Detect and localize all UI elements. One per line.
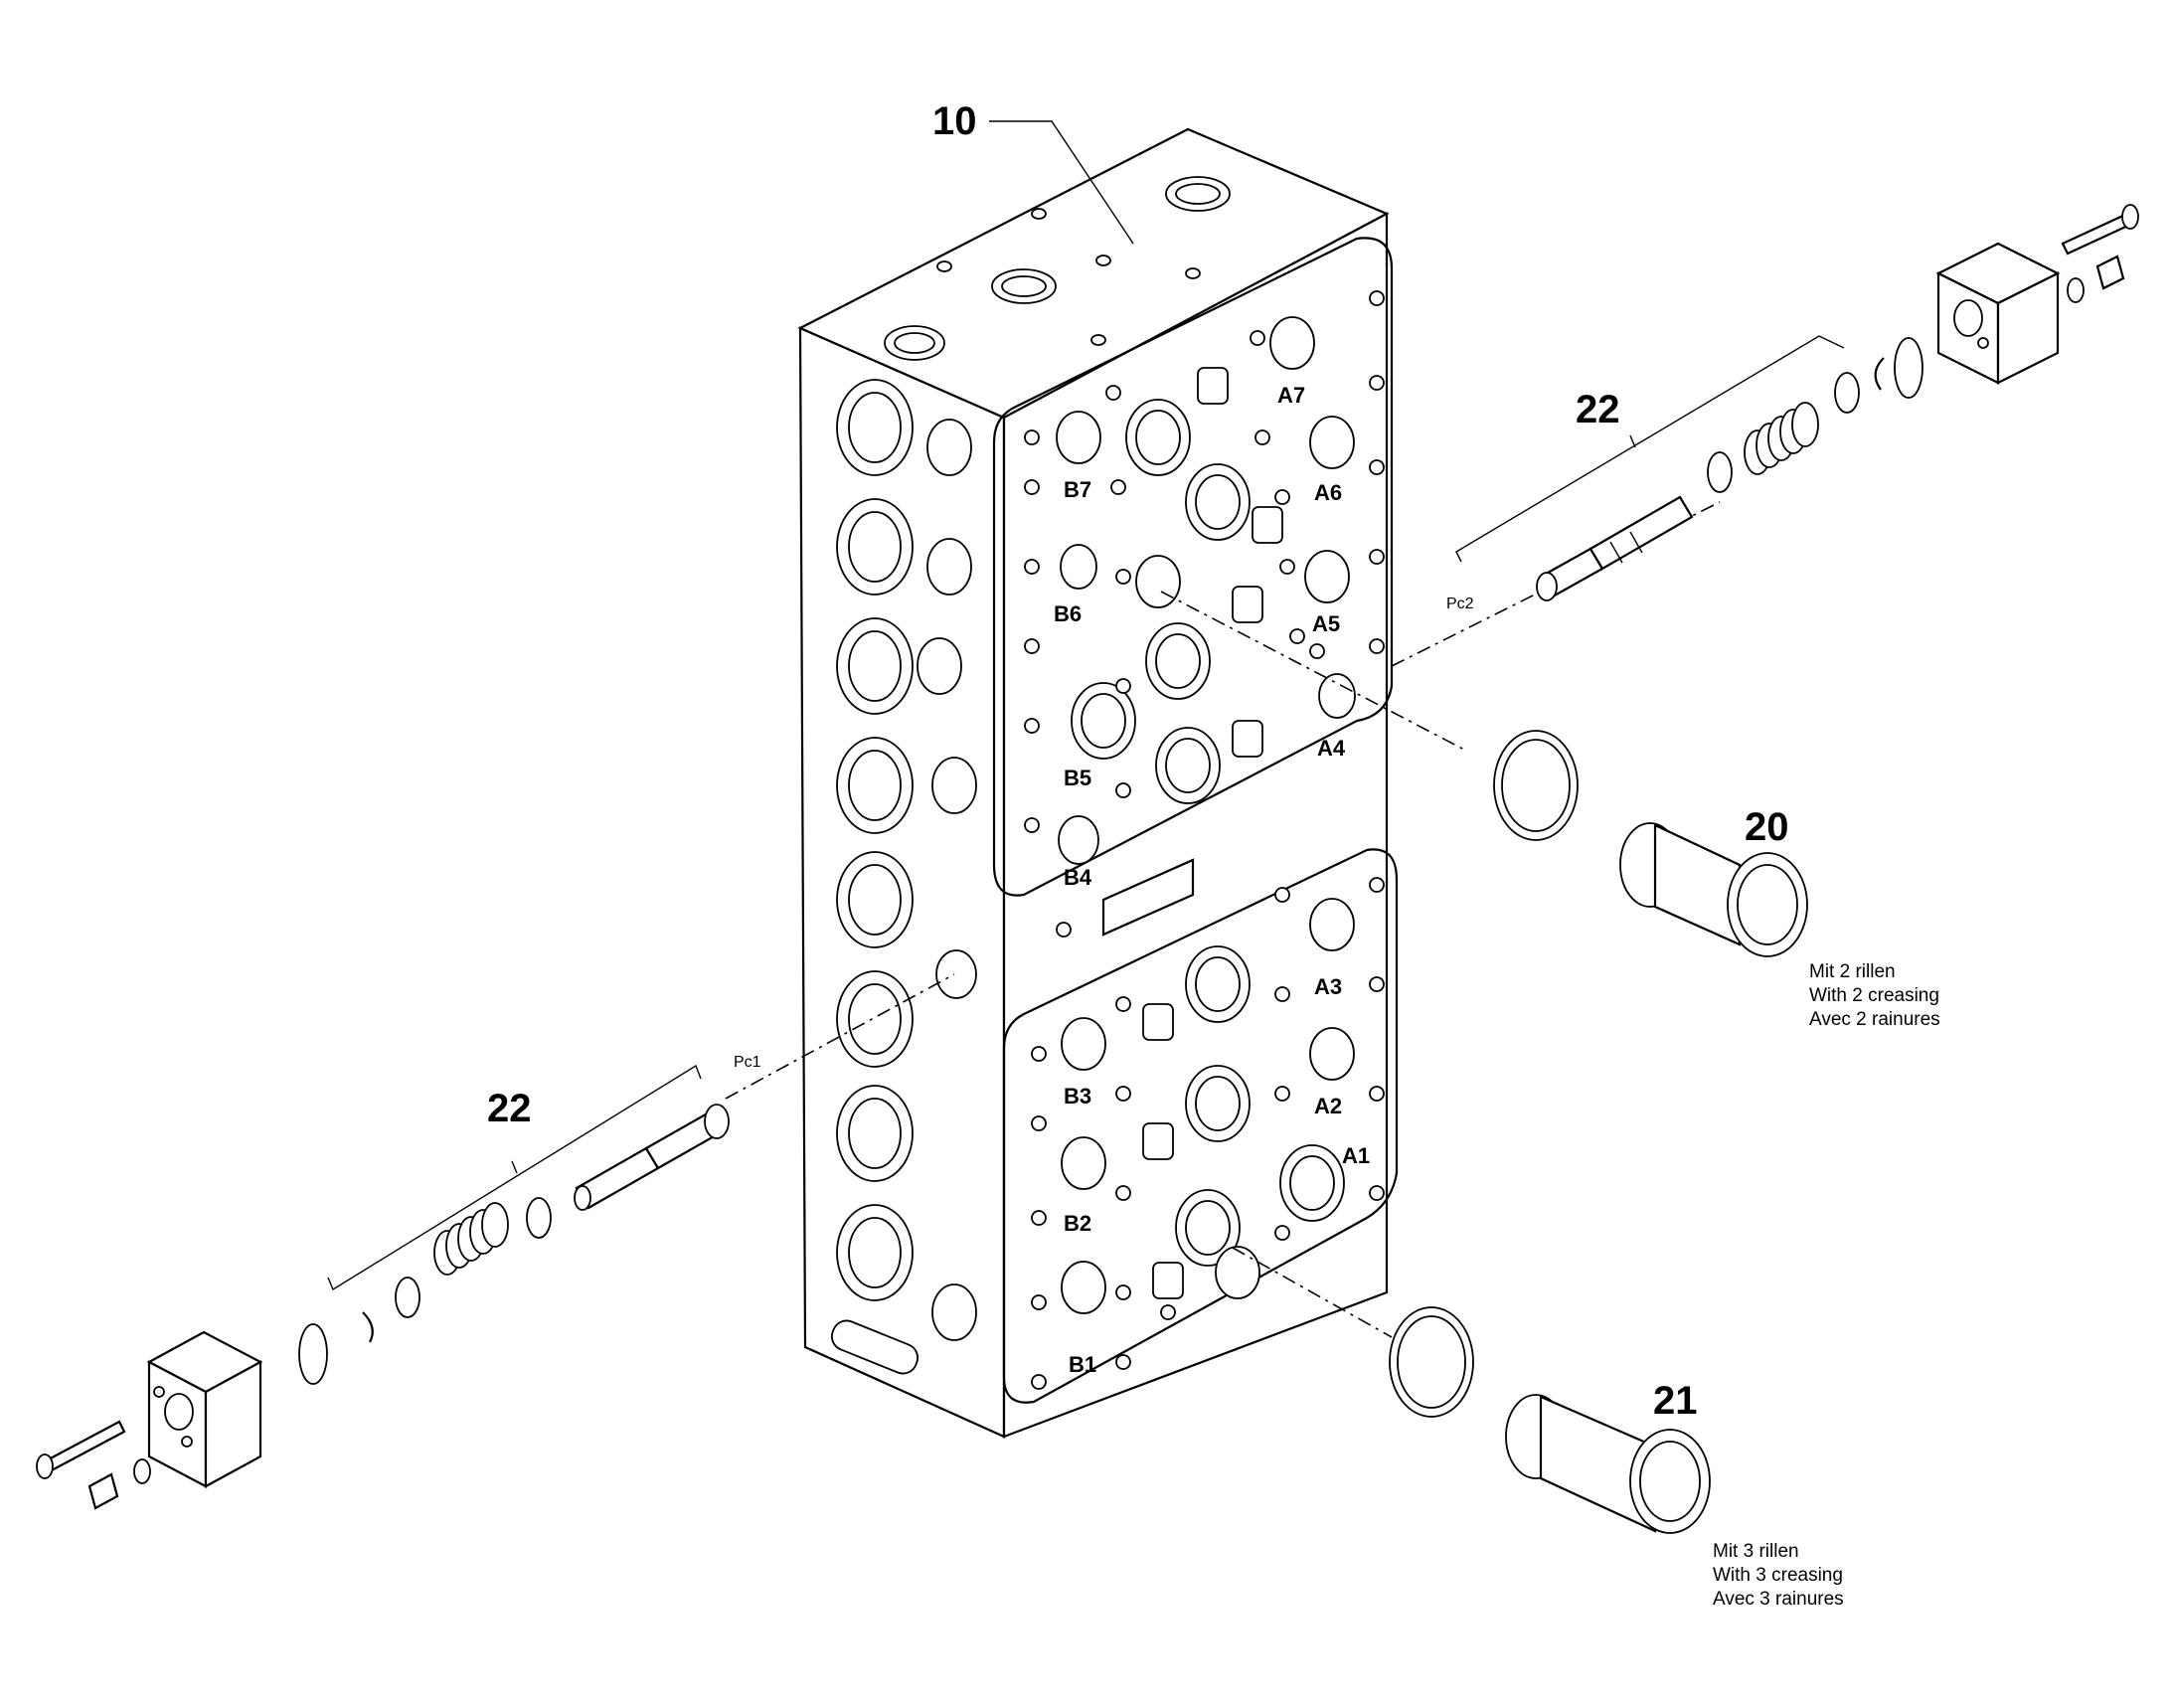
plug-20-note-de: Mit 2 rillen	[1809, 961, 1896, 982]
callout-10-number: 10	[932, 99, 977, 143]
upper-small-plug	[2095, 255, 2125, 290]
middle-slot	[1101, 858, 1195, 937]
lower-cap-bolt	[36, 1420, 126, 1479]
plug-21-note-fr: Avec 3 rainures	[1713, 1589, 1844, 1610]
port-label-b5: B5	[1064, 766, 1091, 790]
port-label-a2: A2	[1314, 1094, 1342, 1118]
lower-snap-ring	[362, 1311, 374, 1343]
upper-snap-ring	[1874, 357, 1885, 391]
upper-cap-bolt	[2061, 204, 2139, 256]
pilot-port-pc1: Pc1	[734, 1054, 761, 1071]
upper-spring	[1744, 402, 1819, 475]
port-label-b6: B6	[1054, 601, 1082, 626]
port-label-a5: A5	[1312, 611, 1340, 636]
lower-pilot-kit: 22 Pc1	[36, 973, 955, 1510]
port-label-a7: A7	[1277, 383, 1305, 408]
port-label-b3: B3	[1064, 1084, 1091, 1109]
callout-10: 10	[932, 99, 1134, 245]
upper-pilot-kit: 22 Pc2	[1391, 204, 2139, 667]
upper-washer-1	[1707, 451, 1733, 493]
port-label-a6: A6	[1314, 480, 1342, 505]
upper-washer-2	[1834, 372, 1860, 414]
lower-small-washer	[133, 1458, 151, 1484]
lower-mounting-plate	[1002, 848, 1399, 1404]
plug-20-o-ring-inner	[1501, 739, 1571, 832]
plug-20-note-en: With 2 creasing	[1809, 985, 1939, 1006]
upper-plate-ports	[1024, 290, 1385, 865]
valve-body: A1 A2 A3 A4 A5 A6 A7 B1 B2 B3 B4 B5 B6 B…	[797, 127, 1399, 1439]
plug-20-note-fr: Avec 2 rainures	[1809, 1009, 1940, 1030]
plug-21-o-ring-inner	[1397, 1315, 1466, 1409]
port-labels: A1 A2 A3 A4 A5 A6 A7 B1 B2 B3 B4 B5 B6 B…	[1054, 383, 1370, 1377]
lower-o-ring	[298, 1323, 328, 1385]
left-side-bores	[830, 379, 977, 1375]
plug-21-body	[1505, 1394, 1711, 1534]
lower-washer-1	[526, 1197, 552, 1239]
lower-spool	[574, 1104, 730, 1211]
callout-21: 21	[1653, 1379, 1698, 1423]
plug-21-assembly: 21 Mit 3 rillen With 3 creasing Avec 3 r…	[1232, 1247, 1844, 1610]
port-label-b4: B4	[1064, 865, 1092, 890]
lower-small-plug	[87, 1472, 119, 1510]
plug-20-assembly: 20 Mit 2 rillen With 2 creasing Avec 2 r…	[1160, 591, 1940, 1030]
port-label-a1: A1	[1342, 1143, 1370, 1168]
port-label-b7: B7	[1064, 477, 1091, 502]
upper-mounting-plate	[992, 237, 1394, 897]
lower-kit-bracket	[327, 1064, 702, 1291]
callout-22-upper: 22	[1576, 388, 1620, 431]
port-label-b2: B2	[1064, 1211, 1091, 1236]
lower-plate-ports	[1031, 877, 1385, 1390]
port-label-a4: A4	[1317, 736, 1346, 761]
callout-10-leader	[989, 120, 1134, 245]
upper-spool	[1536, 495, 1694, 601]
upper-kit-bracket	[1455, 335, 1845, 563]
lower-washer-2	[395, 1277, 420, 1318]
upper-kit-bracket-tick	[1629, 434, 1636, 448]
upper-small-washer	[2067, 277, 2085, 303]
upper-cap-block	[1935, 242, 2061, 385]
plug-21-axis	[1232, 1247, 1393, 1338]
plug-20-body	[1619, 822, 1808, 957]
plug-21-note-en: With 3 creasing	[1713, 1565, 1843, 1586]
callout-22-lower: 22	[487, 1087, 532, 1130]
pilot-port-pc2: Pc2	[1446, 596, 1474, 612]
port-label-b1: B1	[1069, 1352, 1096, 1377]
lower-kit-bracket-tick	[511, 1160, 518, 1174]
top-face-ports	[884, 176, 1231, 361]
upper-o-ring	[1894, 337, 1923, 399]
callout-20: 20	[1745, 805, 1789, 849]
plug-21-note-de: Mit 3 rillen	[1713, 1541, 1799, 1562]
lower-cap-block	[146, 1330, 263, 1488]
lower-spring	[433, 1202, 509, 1276]
port-label-a3: A3	[1314, 974, 1342, 999]
